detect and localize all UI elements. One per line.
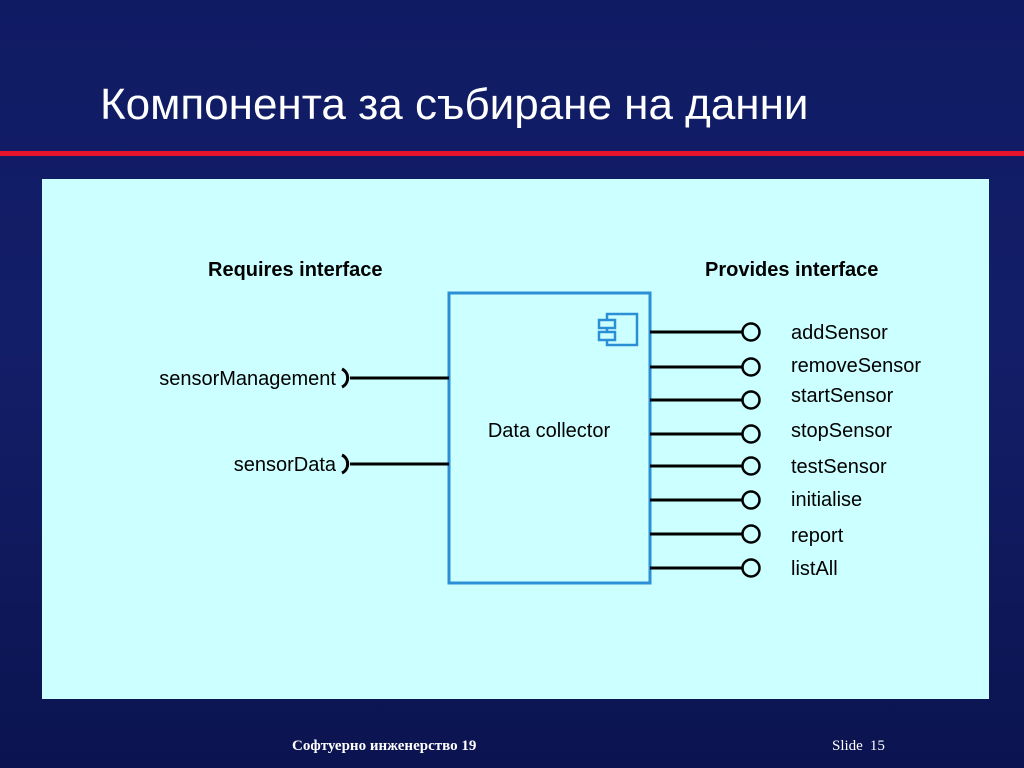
required-interface-sensor-management: sensorManagement [159,367,449,390]
lollipop-icon [741,357,761,377]
provided-interface-label: testSensor [791,456,887,478]
provided-interface-label: addSensor [791,322,888,344]
footer-slide-number: Slide 15 [832,738,892,755]
provided-interface-start-sensor: startSensor [650,385,894,410]
provided-interface-label: report [791,525,844,547]
lollipop-icon [741,322,761,342]
title-rule [0,151,1024,156]
required-interface-label: sensorManagement [159,368,336,390]
diagram-panel: Requires interface Provides interface Da… [42,179,989,699]
required-interface-sensor-data: sensorData [234,453,449,476]
lollipop-icon [741,390,761,410]
uml-component-icon [597,312,639,347]
component-box [447,291,652,585]
provided-interfaces: addSensor removeSensor startSensor stopSens… [650,322,921,580]
lollipop-icon [741,490,761,510]
provided-interface-label: stopSensor [791,420,893,442]
required-interface-label: sensorData [234,454,337,476]
provided-interface-initialise: initialise [650,489,862,511]
socket-icon [341,453,350,475]
provided-interface-label: removeSensor [791,355,921,377]
lollipop-icon [741,524,761,544]
footer-course: Софтуерно инженерство 19 [292,738,477,754]
provided-interface-stop-sensor: stopSensor [650,420,893,444]
lollipop-icon [741,424,761,444]
provided-interface-report: report [650,524,844,547]
provided-interface-remove-sensor: removeSensor [650,355,921,377]
slide-title: Компонента за събиране на данни [100,80,809,129]
provided-interface-list-all: listAll [650,558,838,580]
provides-interface-heading: Provides interface [705,259,878,281]
lollipop-icon [741,456,761,476]
provided-interface-label: initialise [791,489,862,511]
socket-icon [341,367,350,389]
component-diagram: Requires interface Provides interface Da… [159,259,921,585]
required-interfaces: sensorManagement sensorData [159,367,449,476]
footer-slide-value: 15 [869,738,885,754]
provided-interface-label: startSensor [791,385,894,407]
lollipop-icon [741,558,761,578]
provided-interface-add-sensor: addSensor [650,322,888,344]
requires-interface-heading: Requires interface [208,259,383,281]
footer-slide-label: Slide [832,738,863,754]
provided-interface-label: listAll [791,558,838,580]
component-name: Data collector [488,420,611,442]
provided-interface-test-sensor: testSensor [650,456,887,478]
